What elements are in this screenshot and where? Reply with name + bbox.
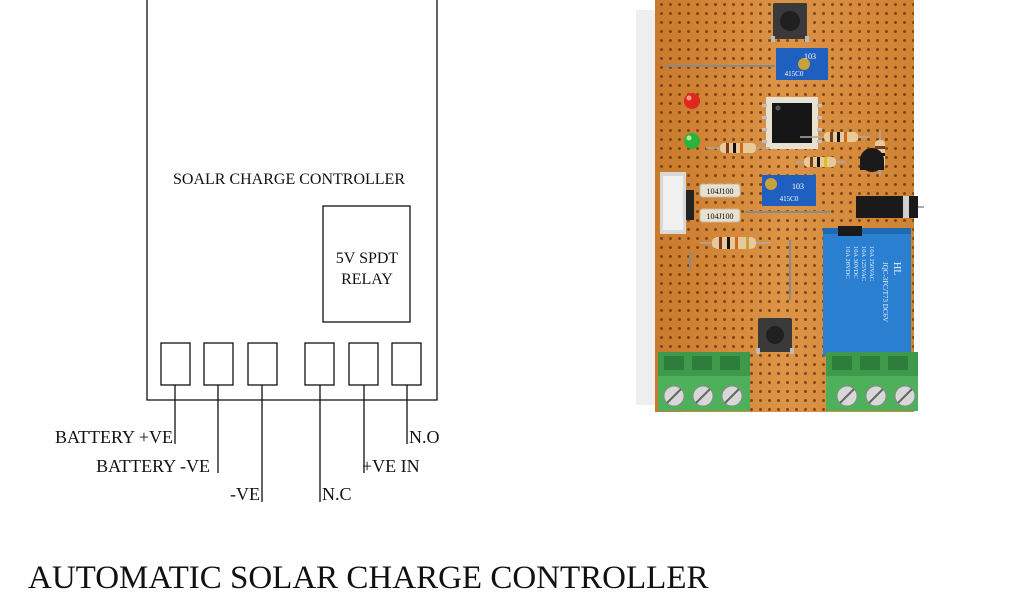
trimmer-pot-bottom: 103 415C0: [762, 175, 816, 206]
led-red-highlight: [686, 95, 692, 101]
pot-code-top: 415C0: [785, 70, 804, 78]
circuit-board-photo: 103 415C0: [636, 0, 924, 412]
resistor: [700, 237, 770, 249]
resistor: [706, 143, 770, 153]
led-red: [684, 93, 700, 109]
capacitor-marking-2: 104J100: [706, 212, 733, 221]
ic-chip: [762, 97, 822, 149]
terminal-label-nc: N.C: [322, 484, 352, 504]
terminal-label-battery-pos: BATTERY +VE: [55, 427, 173, 447]
trimmer-pot-top: 103 415C0: [776, 48, 828, 80]
pot-code-bottom: 415C0: [780, 195, 799, 203]
terminal-label-no: N.O: [409, 427, 440, 447]
terminal-box-pos-in: [348, 342, 379, 386]
resistor: [800, 132, 870, 142]
pot-marking-bottom: 103: [792, 182, 804, 191]
capacitor: 104J100: [699, 208, 741, 223]
relay-rating-1: 10A 250VAC: [868, 246, 875, 281]
terminal-box-battery-neg: [203, 342, 234, 386]
page-title: AUTOMATIC SOLAR CHARGE CONTROLLER: [28, 560, 709, 596]
led-green-highlight: [686, 135, 692, 141]
terminal-box-nc: [304, 342, 335, 386]
relay-label-line2: RELAY: [341, 271, 393, 288]
relay-label-line1: 5V SPDT: [336, 250, 399, 267]
terminal-label-battery-neg: BATTERY -VE: [96, 456, 210, 476]
led-green: [684, 133, 700, 149]
relay-rating-3: 10A 30VDC: [852, 246, 859, 279]
terminal-label-pos-in: +VE IN: [362, 456, 420, 476]
resistor: [796, 157, 846, 167]
terminal-label-neg: -VE: [230, 484, 260, 504]
terminal-block-left: [658, 352, 750, 411]
terminal-box-no: [391, 342, 422, 386]
relay-rating-4: 10A 28VDC: [844, 246, 851, 279]
terminal-box-neg: [247, 342, 278, 386]
relay-rating-2: 10A 125VAC: [860, 246, 867, 281]
terminal-box-battery-pos: [160, 342, 191, 386]
voltage-regulator: [660, 172, 694, 234]
controller-schematic: SOALR CHARGE CONTROLLER 5V SPDT RELAY BA…: [55, 0, 440, 504]
relay-model: JQC-3FC/T73 DC6V: [881, 262, 889, 322]
relay-brand: HL: [891, 262, 902, 275]
board-shadow: [636, 10, 658, 405]
controller-label: SOALR CHARGE CONTROLLER: [173, 171, 405, 188]
capacitor: 104J100: [699, 183, 741, 198]
capacitor-marking-1: 104J100: [706, 187, 733, 196]
terminal-block-right: [826, 352, 918, 411]
transistor: [860, 148, 884, 172]
controller-outline: [146, 0, 438, 401]
push-button-top: [771, 3, 809, 42]
pot-marking-top: 103: [804, 52, 816, 61]
relay-box: [322, 205, 411, 323]
push-button-bottom: [756, 318, 794, 354]
diode: [856, 196, 924, 218]
relay-module: HL JQC-3FC/T73 DC6V 10A 250VAC 10A 125VA…: [823, 226, 911, 356]
